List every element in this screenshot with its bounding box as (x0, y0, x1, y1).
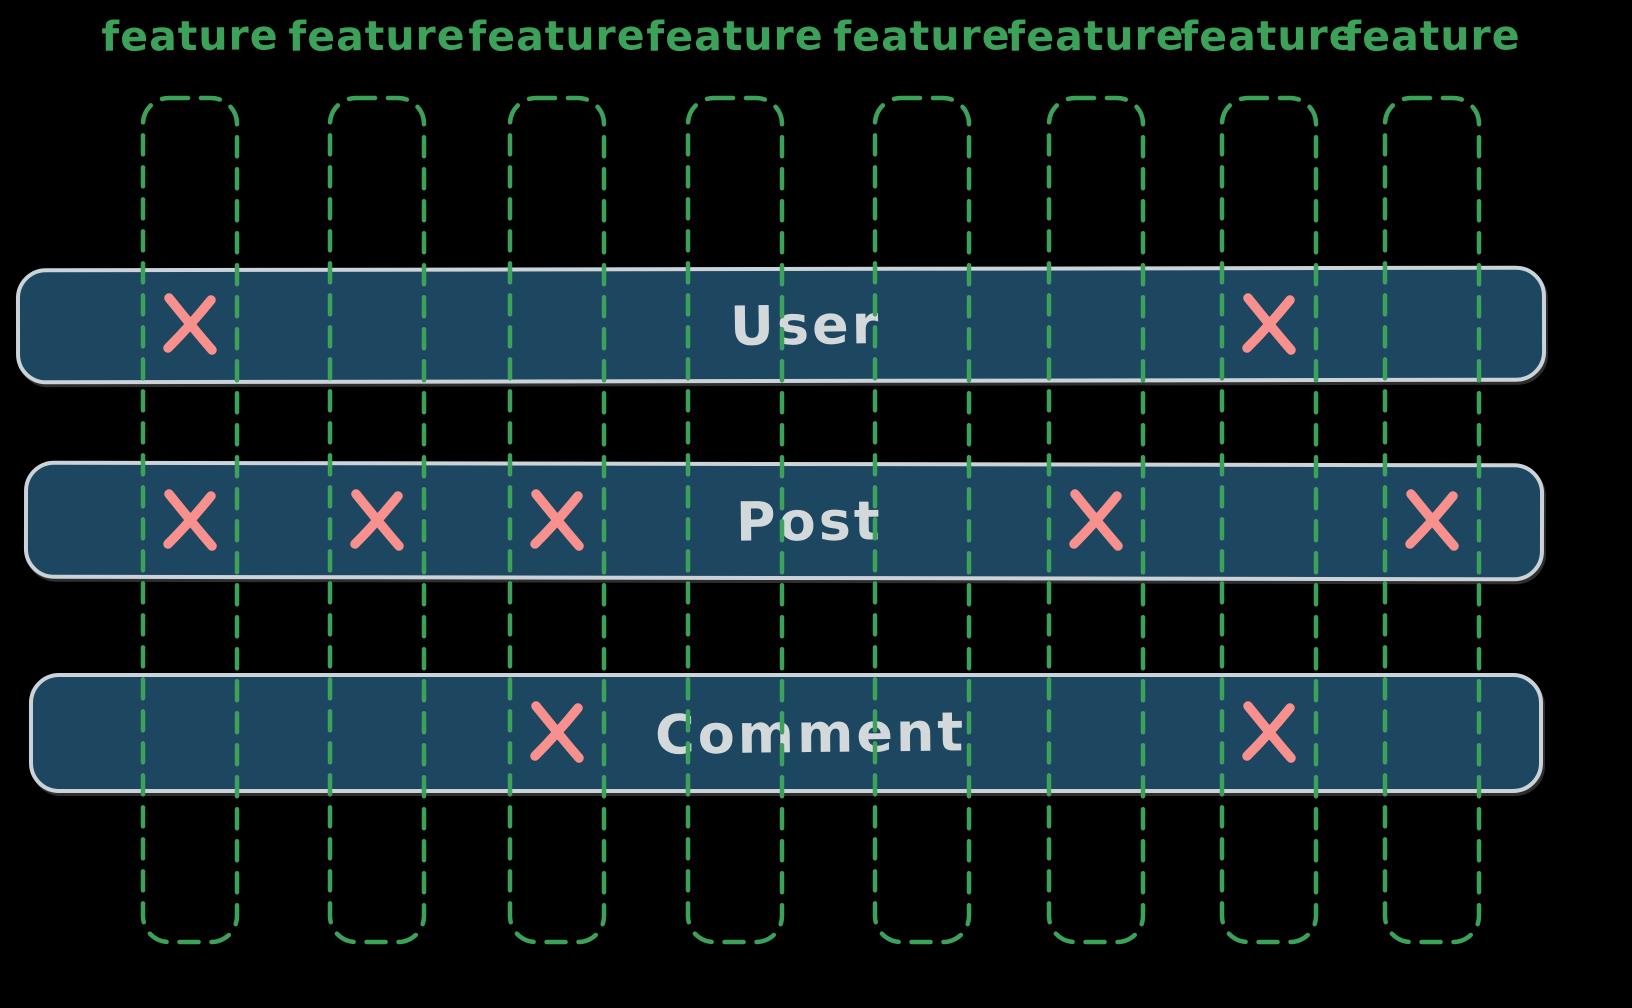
feature-column (140, 95, 240, 945)
x-mark-icon (1242, 701, 1296, 763)
feature-column (872, 95, 972, 945)
feature-label: feature (1343, 11, 1521, 61)
x-mark-icon (1405, 489, 1459, 551)
x-mark-icon (1242, 293, 1296, 355)
feature-column (1046, 95, 1146, 945)
x-mark-icon (163, 293, 217, 355)
feature-column (507, 95, 607, 945)
x-mark-icon (530, 701, 584, 763)
feature-column (685, 95, 785, 945)
feature-column (327, 95, 427, 945)
entity-row-comment: Comment (29, 673, 1543, 793)
x-mark-icon (350, 489, 404, 551)
x-mark-icon (163, 489, 217, 551)
x-mark-icon (530, 489, 584, 551)
feature-column (1219, 95, 1319, 945)
feature-column (1382, 95, 1482, 945)
x-mark-icon (1069, 489, 1123, 551)
